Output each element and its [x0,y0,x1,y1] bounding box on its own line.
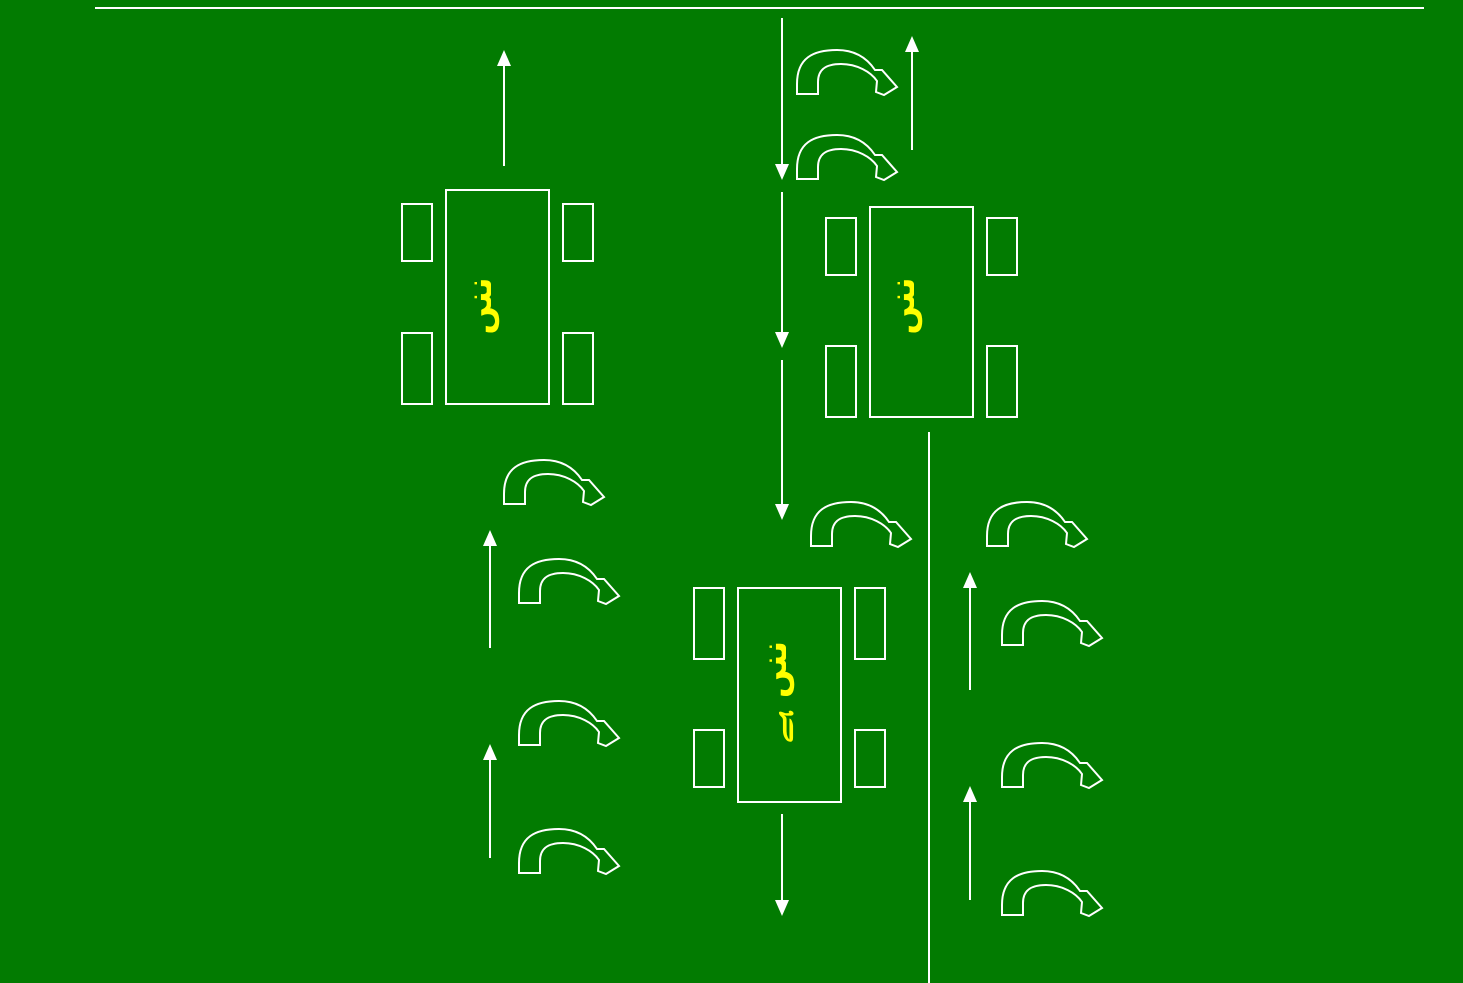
car-label: ﻧﻨﮟ [460,277,500,334]
car-label: ﻧﻨﮟ [883,277,923,334]
car-label: ﻧﻨﮟ ﮨﮯ [755,641,795,743]
